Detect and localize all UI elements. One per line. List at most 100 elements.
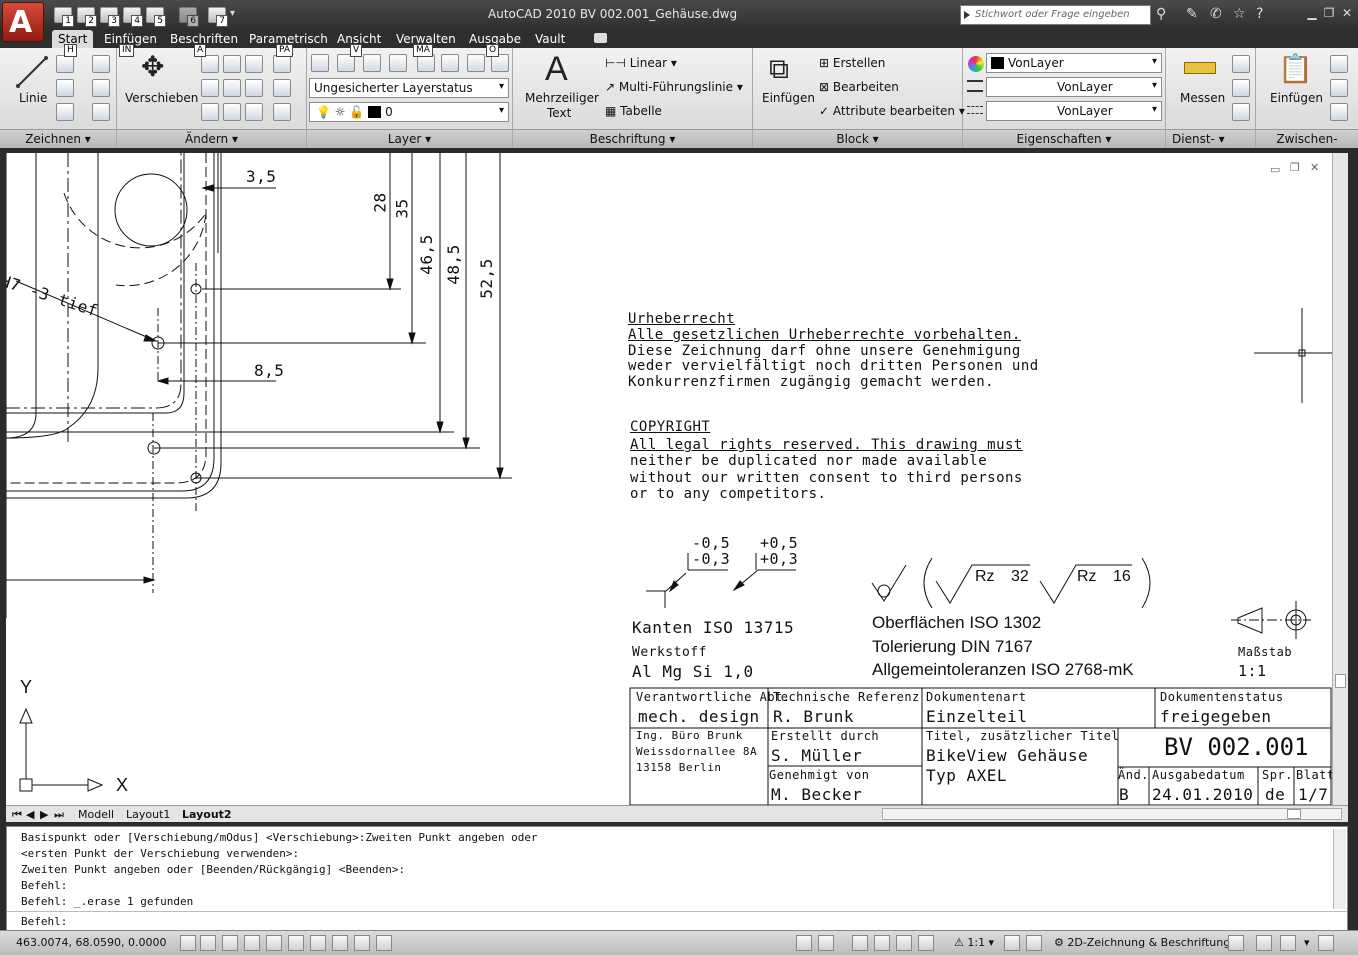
- dyn-icon[interactable]: [332, 935, 348, 951]
- copy-icon[interactable]: [201, 55, 219, 73]
- line-icon[interactable]: [14, 54, 50, 90]
- circle-icon[interactable]: [56, 79, 74, 97]
- offset-icon[interactable]: [223, 103, 241, 121]
- help-icon[interactable]: ?: [1256, 6, 1264, 22]
- otrack-icon[interactable]: [288, 935, 304, 951]
- favorites-icon[interactable]: ☆: [1233, 6, 1246, 22]
- stretch-icon[interactable]: [201, 79, 219, 97]
- steeringwheel-icon[interactable]: [896, 935, 912, 951]
- grid-icon[interactable]: [200, 935, 216, 951]
- move-icon[interactable]: ✥: [141, 50, 165, 83]
- linear-dim-button[interactable]: ⊢⊣ Linear ▾: [605, 56, 677, 70]
- plot-icon[interactable]: 7: [208, 7, 228, 27]
- binoculars-icon[interactable]: ⚲: [1156, 6, 1167, 22]
- layer-properties-icon[interactable]: [311, 54, 329, 72]
- draw-extra-icon[interactable]: [92, 55, 110, 73]
- layer-freeze-icon[interactable]: [441, 54, 459, 72]
- edit-block-button[interactable]: ⊠ Bearbeiten: [819, 80, 899, 94]
- layer-walk-icon[interactable]: [491, 54, 509, 72]
- restore-icon[interactable]: ❐: [1323, 6, 1335, 20]
- qsaveas-icon[interactable]: 4: [123, 7, 143, 27]
- linetype-select[interactable]: VonLayer: [986, 101, 1162, 121]
- clean-screen-icon[interactable]: [1318, 935, 1334, 951]
- tab-beschriften[interactable]: Beschriften: [170, 32, 239, 46]
- paste-special-icon[interactable]: [1330, 103, 1348, 121]
- ribbon-minimize-icon[interactable]: [594, 33, 607, 43]
- panel-title-dienst[interactable]: Dienst- ▾: [1166, 129, 1255, 148]
- insert-block-label[interactable]: Einfügen: [762, 91, 815, 105]
- measure-label[interactable]: Messen: [1180, 91, 1226, 105]
- polyline-icon[interactable]: [56, 55, 74, 73]
- lineweight-toggle-icon[interactable]: [354, 935, 370, 951]
- drawing-hscrollbar[interactable]: [882, 808, 1342, 820]
- paste-label[interactable]: Einfügen: [1270, 91, 1323, 105]
- lock-ui-icon[interactable]: [1228, 935, 1244, 951]
- isolate-objects-icon[interactable]: [1280, 935, 1296, 951]
- mtext-label[interactable]: Mehrzeiliger: [525, 91, 599, 105]
- panel-title-aendern[interactable]: Ändern ▾: [117, 129, 306, 148]
- quickcalc-icon[interactable]: [1232, 55, 1250, 73]
- annotation-visibility-icon[interactable]: [1004, 935, 1020, 951]
- statusbar-menu-icon[interactable]: ▾: [1304, 936, 1310, 949]
- tab-verwalten[interactable]: Verwalten: [396, 32, 456, 46]
- pan-icon[interactable]: [852, 935, 868, 951]
- showmotion-icon[interactable]: [918, 935, 934, 951]
- annotation-scale[interactable]: ⚠ 1:1 ▾: [954, 936, 995, 949]
- polar-icon[interactable]: [244, 935, 260, 951]
- application-button[interactable]: A: [2, 2, 44, 42]
- search-input[interactable]: Stichwort oder Frage eingeben: [960, 5, 1151, 25]
- measure-icon[interactable]: [1184, 62, 1216, 74]
- viewport-minimize-icon[interactable]: ▭: [1270, 163, 1281, 176]
- close-icon[interactable]: ✕: [1341, 6, 1353, 20]
- scale-icon[interactable]: [223, 79, 241, 97]
- mtext-label2[interactable]: Text: [547, 106, 572, 120]
- mirror-icon[interactable]: [245, 55, 263, 73]
- line-label[interactable]: Linie: [19, 91, 48, 105]
- tab-layout1[interactable]: Layout1: [126, 808, 171, 821]
- rotate-icon[interactable]: [223, 55, 241, 73]
- color-select[interactable]: VonLayer: [986, 53, 1162, 73]
- move-label[interactable]: Verschieben: [125, 91, 199, 105]
- color-wheel-icon[interactable]: [968, 56, 984, 72]
- snap-icon[interactable]: [180, 935, 196, 951]
- command-prompt[interactable]: Befehl:: [21, 915, 68, 928]
- undo-icon[interactable]: 5: [146, 7, 166, 27]
- layer-match-icon[interactable]: [389, 54, 407, 72]
- array-icon[interactable]: [245, 79, 263, 97]
- layout-icon[interactable]: [818, 935, 834, 951]
- model-space-icon[interactable]: [796, 935, 812, 951]
- edit-attributes-button[interactable]: ✓ Attribute bearbeiten ▾: [819, 104, 965, 118]
- last-tab-icon[interactable]: ⏭: [54, 808, 64, 821]
- qopen-icon[interactable]: 2: [77, 7, 97, 27]
- paste-icon[interactable]: 📋: [1278, 52, 1313, 85]
- qa-dropdown-icon[interactable]: ▾: [230, 8, 236, 19]
- current-layer-select[interactable]: 💡 ☼ 🔓 0: [309, 102, 509, 122]
- drawing-vscrollbar[interactable]: [1332, 153, 1348, 805]
- arc-icon[interactable]: [56, 103, 74, 121]
- panel-title-eigenschaften[interactable]: Eigenschaften ▾: [963, 129, 1165, 148]
- viewport-close-icon[interactable]: ✕: [1310, 161, 1320, 174]
- panel-title-zwischenablage[interactable]: Zwischen-: [1256, 129, 1358, 148]
- copy-clip-icon[interactable]: [1330, 79, 1348, 97]
- osnap-icon[interactable]: [266, 935, 282, 951]
- ducs-icon[interactable]: [310, 935, 326, 951]
- subscription-icon[interactable]: ✎: [1186, 6, 1198, 22]
- auto-scale-icon[interactable]: [1026, 935, 1042, 951]
- viewport-restore-icon[interactable]: ❐: [1290, 161, 1300, 174]
- fillet-icon[interactable]: [273, 79, 291, 97]
- tab-einfuegen[interactable]: Einfügen: [104, 32, 157, 46]
- tab-layout2[interactable]: Layout2: [182, 808, 232, 821]
- zoom-icon[interactable]: [874, 935, 890, 951]
- calculator-icon[interactable]: [1232, 103, 1250, 121]
- insert-block-icon[interactable]: ⧉: [769, 52, 789, 85]
- hardware-accel-icon[interactable]: [1256, 935, 1272, 951]
- erase-icon[interactable]: [201, 103, 219, 121]
- table-button[interactable]: ▦ Tabelle: [605, 104, 662, 118]
- qp-icon[interactable]: [376, 935, 392, 951]
- first-tab-icon[interactable]: ⏮: [12, 808, 22, 821]
- lineweight-select[interactable]: VonLayer: [986, 77, 1162, 97]
- hscroll-thumb[interactable]: [1287, 809, 1301, 819]
- tab-vault[interactable]: Vault: [535, 32, 566, 46]
- communication-icon[interactable]: ✆: [1210, 6, 1222, 22]
- layer-isolate-icon[interactable]: [363, 54, 381, 72]
